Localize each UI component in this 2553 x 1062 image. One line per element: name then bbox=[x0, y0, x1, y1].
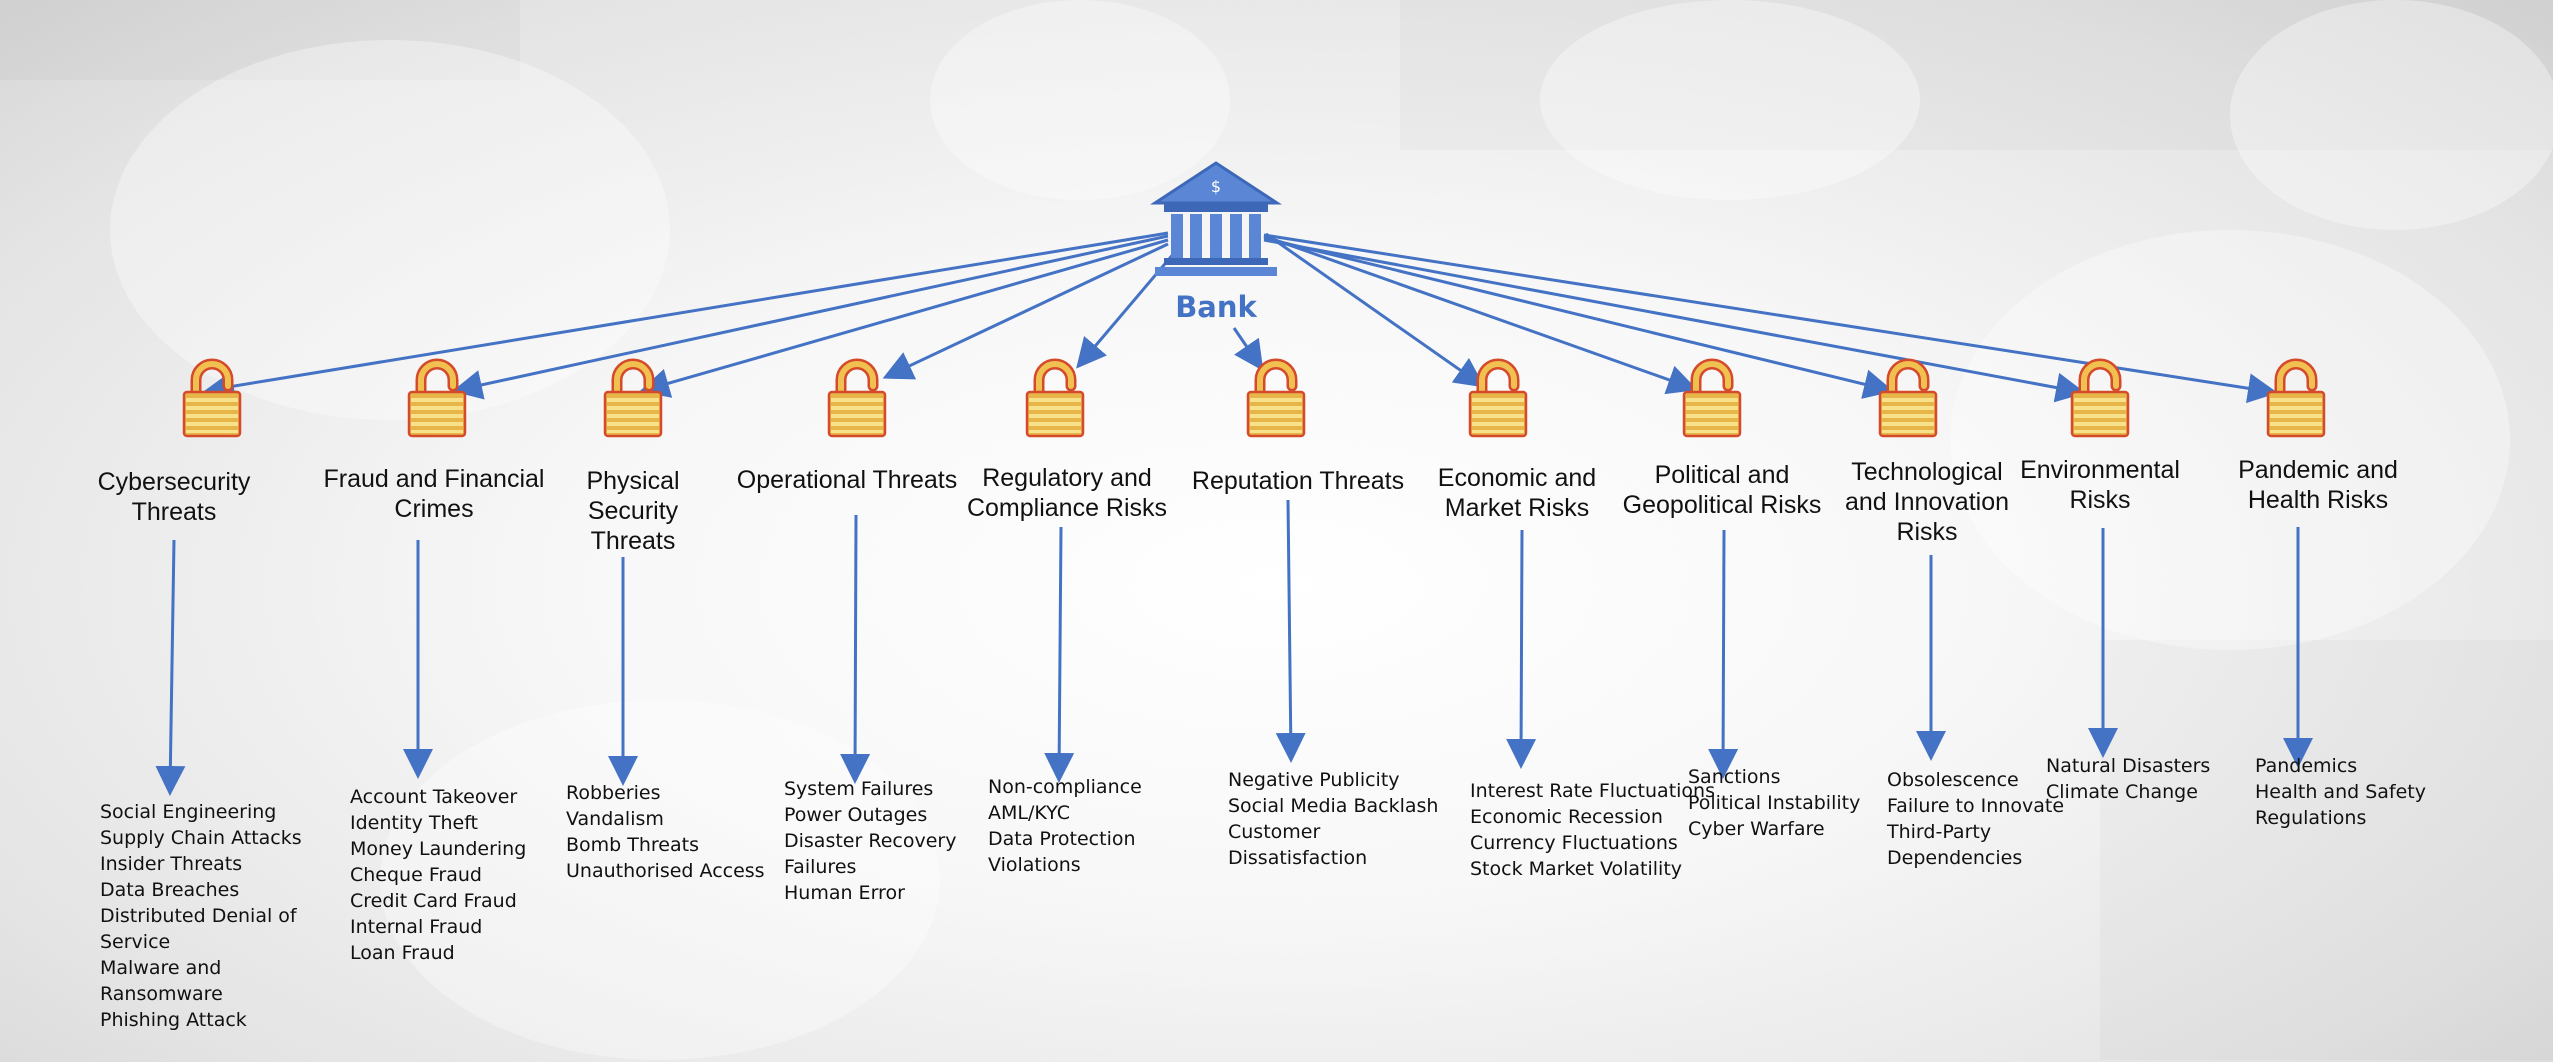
unlocked-padlock-icon bbox=[184, 364, 240, 436]
operational-items-arrow bbox=[840, 514, 871, 784]
background-blob bbox=[930, 0, 1230, 200]
reputation-items-arrow bbox=[1275, 499, 1306, 763]
unlocked-padlock-icon bbox=[1470, 364, 1526, 436]
bank-to-cybersecurity-arrow bbox=[204, 231, 1169, 401]
bank-to-pandemic-arrow bbox=[1263, 233, 2278, 404]
background-blob bbox=[1540, 0, 1920, 200]
background-blob bbox=[2230, 0, 2553, 230]
category-label-economic: Economic and Market Risks bbox=[1437, 464, 1597, 522]
sub-items-political: Sanctions Political Instability Cyber Wa… bbox=[1688, 766, 1861, 840]
sub-items-physical: Robberies Vandalism Bomb Threats Unautho… bbox=[566, 782, 765, 882]
bank-to-fraud-arrow bbox=[452, 234, 1169, 400]
background-blob bbox=[1950, 230, 2510, 650]
bank-to-technological-arrow bbox=[1263, 236, 1894, 399]
cybersecurity-items-arrow bbox=[155, 539, 186, 796]
bank-to-operational-arrow bbox=[882, 242, 1169, 380]
category-label-political: Political and Geopolitical Risks bbox=[1622, 461, 1822, 519]
unlocked-padlock-icon bbox=[409, 364, 465, 436]
category-label-cybersecurity: Cybersecurity Threats bbox=[97, 468, 251, 526]
sub-items-regulatory: Non-compliance AML/KYC Data Protection V… bbox=[988, 776, 1142, 876]
sub-items-operational: System Failures Power Outages Disaster R… bbox=[784, 778, 957, 904]
bank-label: Bank bbox=[1175, 290, 1257, 324]
unlocked-padlock-icon bbox=[1027, 364, 1083, 436]
bank-to-environmental-arrow bbox=[1263, 238, 2086, 403]
sub-items-fraud: Account Takeover Identity Theft Money La… bbox=[350, 786, 527, 964]
regulatory-items-arrow bbox=[1044, 526, 1075, 783]
political-items-arrow bbox=[1708, 529, 1739, 779]
sub-items-economic: Interest Rate Fluctuations Economic Rece… bbox=[1470, 780, 1715, 880]
bank-to-physical-arrow bbox=[639, 238, 1169, 398]
bank-icon: $ bbox=[1149, 161, 1283, 276]
unlocked-padlock-icon bbox=[2268, 364, 2324, 436]
unlocked-padlock-icon bbox=[1248, 364, 1304, 436]
bank-to-political-arrow bbox=[1263, 234, 1698, 395]
background-blob bbox=[110, 40, 670, 420]
unlocked-padlock-icon bbox=[1880, 364, 1936, 436]
sub-items-environmental: Natural Disasters Climate Change bbox=[2046, 755, 2211, 803]
category-label-physical: Physical Security Threats bbox=[586, 467, 680, 555]
unlocked-padlock-icon bbox=[829, 364, 885, 436]
category-label-environmental: Environmental Risks bbox=[2020, 456, 2180, 514]
category-label-reputation: Reputation Threats bbox=[1191, 467, 1405, 495]
bank-dollar-symbol: $ bbox=[1211, 177, 1221, 196]
unlocked-padlock-icon bbox=[1684, 364, 1740, 436]
sub-items-technological: Obsolescence Failure to Innovate Third-P… bbox=[1887, 769, 2065, 869]
bank-to-reputation-arrow bbox=[1232, 327, 1264, 371]
lock-icons bbox=[184, 364, 2324, 436]
sub-items-pandemic: Pandemics Health and Safety Regulations bbox=[2255, 755, 2426, 829]
bank-to-economic-arrow bbox=[1265, 232, 1485, 388]
category-label-fraud: Fraud and Financial Crimes bbox=[323, 465, 545, 523]
category-label-regulatory: Regulatory and Compliance Risks bbox=[966, 464, 1168, 522]
unlocked-padlock-icon bbox=[605, 364, 661, 436]
sub-items-cybersecurity: Social Engineering Supply Chain Attacks … bbox=[100, 801, 302, 1031]
economic-items-arrow bbox=[1506, 529, 1537, 769]
category-label-pandemic: Pandemic and Health Risks bbox=[2238, 456, 2398, 514]
unlocked-padlock-icon bbox=[2072, 364, 2128, 436]
category-label-operational: Operational Threats bbox=[736, 466, 958, 494]
category-label-technological: Technological and Innovation Risks bbox=[1844, 458, 2010, 546]
sub-items-reputation: Negative Publicity Social Media Backlash… bbox=[1228, 769, 1439, 869]
